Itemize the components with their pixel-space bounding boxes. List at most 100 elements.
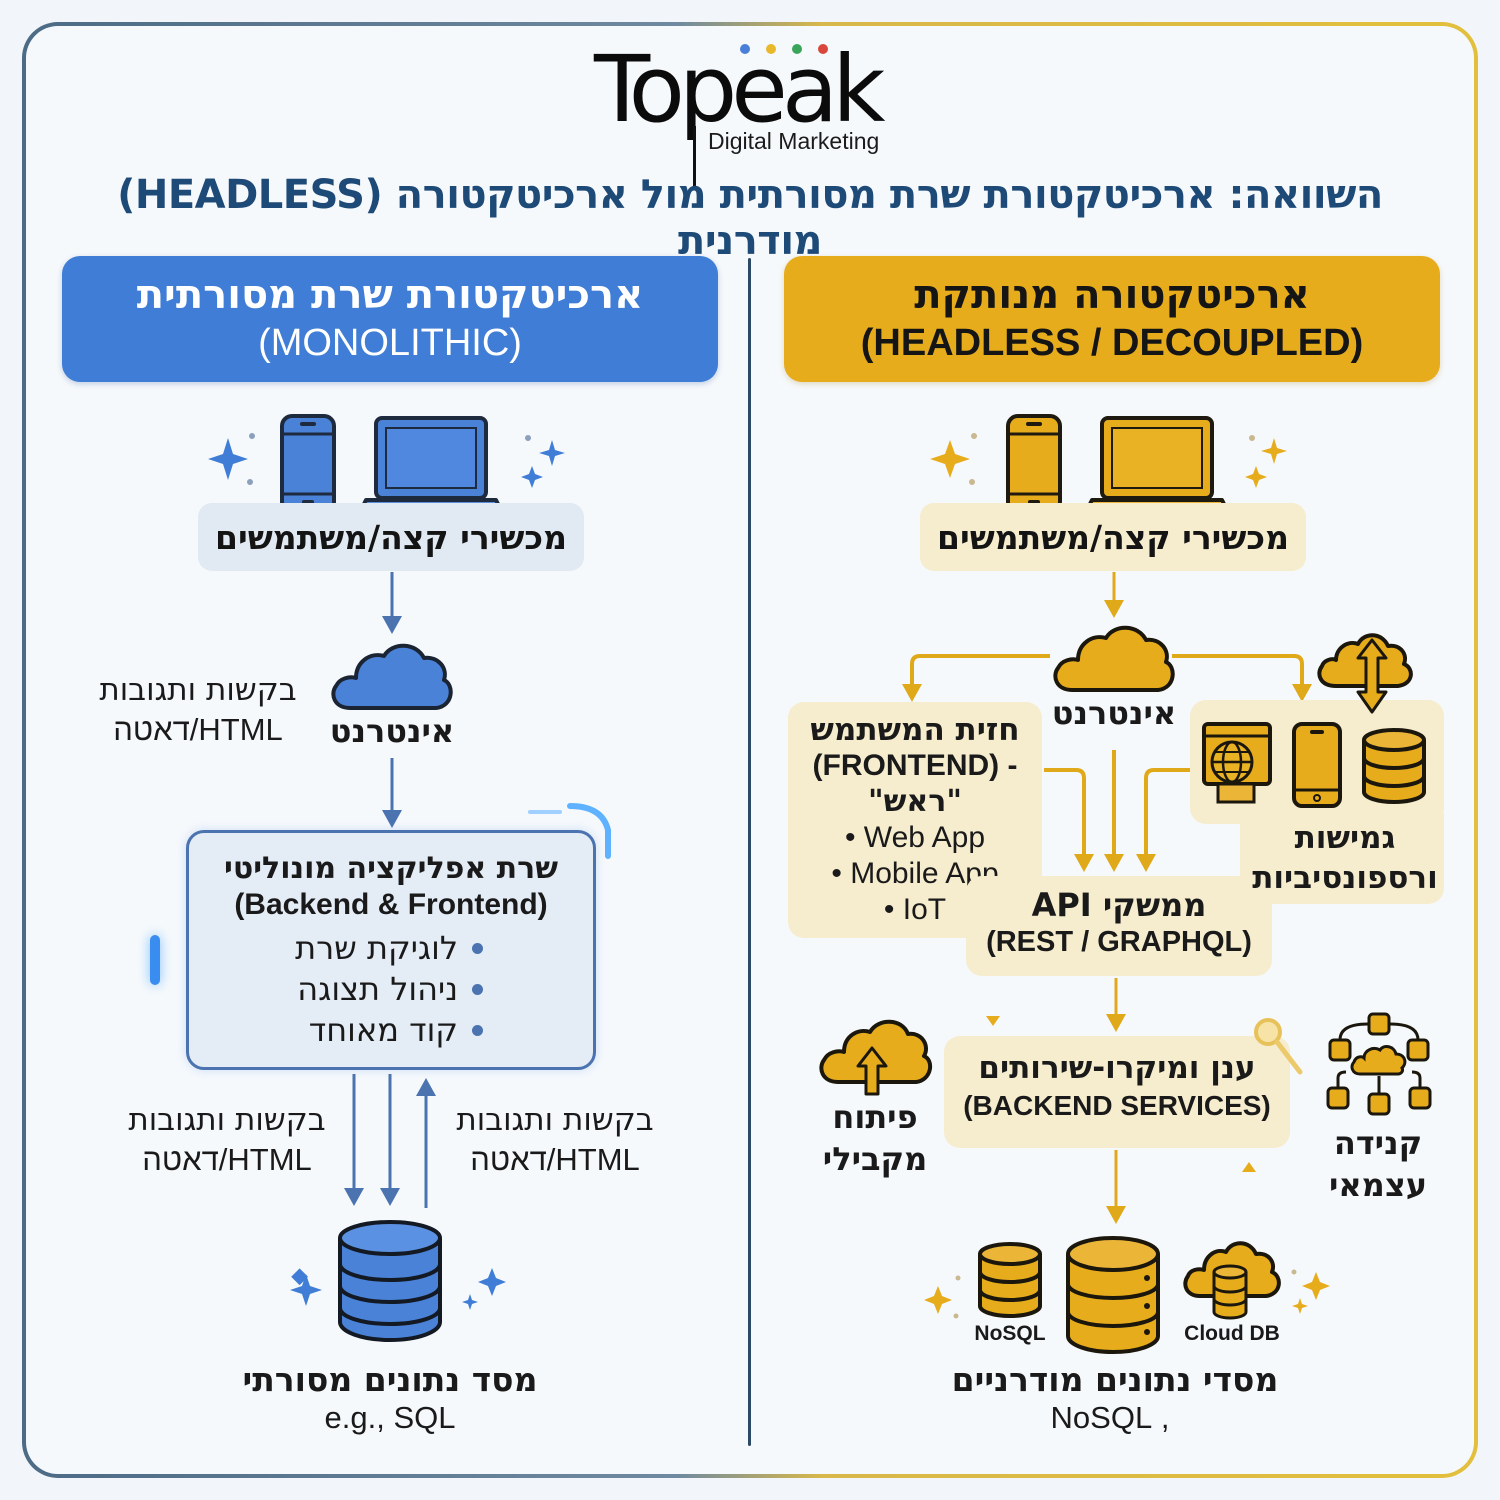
phone-icon	[1292, 722, 1342, 808]
list-item: • IoT	[883, 893, 947, 926]
magnifier-icon	[1250, 1012, 1310, 1082]
list-item: ניהול תצוגה	[189, 969, 483, 1010]
page-title: השוואה: ארכיטקטורת שרת מסורתית מול ארכיט…	[117, 172, 1383, 264]
sparkle-icon	[208, 433, 255, 485]
bullet-icon	[472, 1025, 483, 1036]
traditional-database-example: e.g., SQL	[324, 1400, 456, 1435]
cloud-icon	[328, 636, 456, 716]
list-item-text: ניהול תצוגה	[297, 970, 458, 1008]
traditional-internet-label: אינטרנט	[329, 712, 455, 750]
db-note-right: בקשות ותגובות HTML/דאטה	[440, 1100, 670, 1180]
headless-internet-label: אינטרנט	[1051, 694, 1177, 732]
monolithic-server-box: שרת אפליקציה מונוליטי (Backend & Fronten…	[186, 830, 596, 1070]
frontend-title: חזית המשתמש	[810, 712, 1020, 748]
headless-header-title: ארכיטקטורה מנותקת	[914, 272, 1310, 319]
headless-devices-icons	[922, 408, 1302, 518]
flexibility-panel-ext	[1240, 800, 1444, 904]
traditional-header-subtitle: (MONOLITHIC)	[258, 322, 522, 365]
logo-dots	[740, 44, 828, 54]
traditional-internet-note: בקשות ותגובות HTML/דאטה	[88, 670, 308, 750]
label-line: גמישות	[1294, 820, 1396, 856]
headless-header: ארכיטקטורה מנותקת (HEADLESS / DECOUPLED)	[784, 256, 1440, 382]
sparkle-icon	[288, 1272, 324, 1308]
arrow-down	[380, 572, 404, 636]
label-line: עצמאי	[1328, 1166, 1428, 1204]
laptop-icon	[358, 416, 504, 514]
logo-subtitle: Digital Marketing	[708, 128, 880, 154]
db-note-left: בקשות ותגובות HTML/דאטה	[112, 1100, 342, 1180]
note-line: בקשות ותגובות	[456, 1102, 654, 1138]
logo-bar	[693, 126, 696, 190]
main-db-icon	[1066, 1236, 1160, 1354]
note-line: HTML/דאטה	[470, 1142, 640, 1177]
glow-accent	[520, 800, 620, 870]
server-subtitle: (Backend & Frontend)	[234, 888, 548, 921]
nosql-label: NoSQL	[974, 1322, 1046, 1345]
flexibility-icons	[1196, 620, 1436, 810]
headless-header-subtitle: (HEADLESS / DECOUPLED)	[860, 322, 1364, 365]
label-line: פיתוח	[832, 1098, 918, 1136]
list-item-text: לוגיקת שרת	[295, 929, 458, 967]
flexibility-label: גמישות ורספונסיביות	[1240, 818, 1450, 898]
frontend-head-label: "ראש"	[868, 784, 962, 819]
database-icon	[280, 1218, 520, 1348]
traditional-database-label: מסד נתונים מסורתי	[242, 1360, 538, 1399]
cloud-db-icon	[1183, 1241, 1281, 1320]
note-line: בקשות ותגובות	[99, 672, 297, 708]
network-cloud-icon	[1324, 1012, 1434, 1116]
nosql-db-icon	[978, 1242, 1042, 1318]
label-line: ורספונסיביות	[1252, 860, 1438, 896]
note-line: בקשות ותגובות	[128, 1102, 326, 1138]
traditional-devices-label: מכשירי קצה/משתמשים	[198, 503, 584, 571]
web-globe-icon	[1202, 722, 1272, 804]
arrow-down	[1104, 978, 1128, 1038]
database-icon	[1362, 728, 1426, 804]
arrow-down	[380, 758, 404, 830]
parallel-dev-label: פיתוח מקבילי	[800, 1096, 950, 1180]
note-line: HTML/דאטה	[142, 1142, 312, 1177]
sparkle-icon	[521, 435, 565, 488]
headless-database-example: , NoSQL	[1050, 1400, 1170, 1435]
frontend-text: חזית המשתמש - (FRONTEND) "ראש" • Web App…	[792, 712, 1038, 928]
logo-wordmark: Topeak	[594, 36, 886, 143]
api-title: ממשקי API	[1031, 886, 1207, 924]
api-panel	[966, 876, 1272, 976]
traditional-header: ארכיטקטורת שרת מסורתית (MONOLITHIC)	[62, 256, 718, 382]
traditional-header-title: ארכיטקטורת שרת מסורתית	[136, 272, 644, 319]
branch-connectors	[900, 640, 1320, 890]
server-feature-list: לוגיקת שרת ניהול תצוגה קוד מאוחד	[189, 928, 593, 1051]
cloud-sync-icon	[1317, 633, 1413, 714]
glow-accent	[150, 935, 160, 985]
bullet-icon	[472, 984, 483, 995]
backend-panel	[944, 1036, 1290, 1148]
headless-devices-label: מכשירי קצה/משתמשים	[920, 503, 1306, 571]
headless-database-label: מסדי נתונים מודרניים	[951, 1360, 1279, 1399]
api-subtitle: (REST / GRAPHQL)	[986, 926, 1252, 958]
arrow-down	[1102, 572, 1126, 620]
triangle-accent	[1240, 1160, 1258, 1174]
bullet-icon	[472, 943, 483, 954]
label-line: קנידה	[1333, 1124, 1423, 1162]
center-divider	[748, 258, 751, 1446]
modern-databases-icons	[920, 1232, 1340, 1362]
triangle-accent	[984, 1014, 1002, 1028]
cloud-db-label: Cloud DB	[1184, 1322, 1280, 1345]
arrow-down	[1104, 1150, 1128, 1230]
label-line: מקבילי	[822, 1140, 928, 1178]
server-title: שרת אפליקציה מונוליטי	[224, 851, 558, 886]
phone-icon	[280, 414, 336, 514]
backend-subtitle: (BACKEND SERVICES)	[963, 1090, 1271, 1121]
list-item: קוד מאוחד	[189, 1010, 483, 1051]
backend-title: ענן ומיקרו-שירותים	[978, 1050, 1256, 1086]
list-item: לוגיקת שרת	[189, 928, 483, 969]
topeak-logo: Topeak Digital Marketing	[590, 36, 920, 190]
traditional-devices-icons	[200, 408, 580, 518]
scalability-label: קנידה עצמאי	[1300, 1122, 1456, 1206]
note-line: HTML/דאטה	[113, 712, 283, 747]
list-item-text: קוד מאוחד	[308, 1011, 458, 1049]
cloud-upload-icon	[818, 1018, 933, 1098]
frontend-subtitle: - (FRONTEND)	[812, 749, 1018, 782]
server-db-arrows	[340, 1074, 440, 1214]
list-item: • Web App	[844, 821, 986, 854]
cloud-icon	[1050, 618, 1178, 698]
